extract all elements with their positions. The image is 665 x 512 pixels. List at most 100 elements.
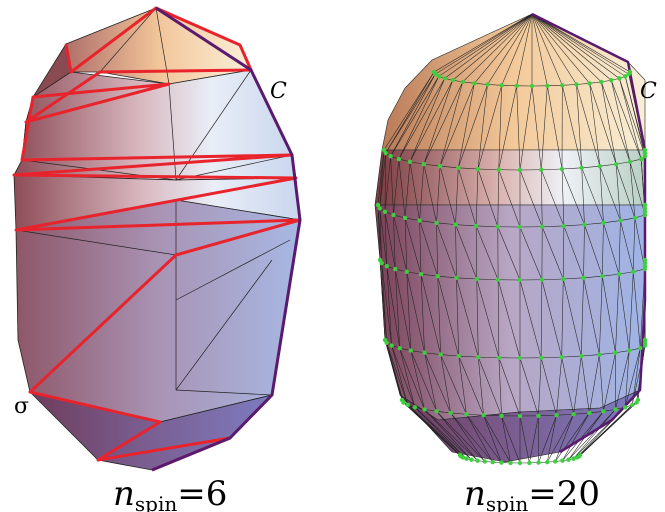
mesh-edge	[410, 350, 425, 353]
mesh-edge	[457, 167, 477, 227]
mesh-vertex	[545, 83, 550, 89]
mesh-edge	[476, 225, 498, 228]
mesh-edge	[615, 350, 630, 353]
mesh-vertex	[559, 166, 565, 172]
mesh-edge	[377, 204, 382, 264]
mesh-vertex	[627, 69, 633, 75]
mesh-edge	[403, 402, 464, 458]
mesh-vertex	[401, 400, 406, 405]
mesh-edge	[450, 412, 485, 462]
mesh-vertex	[631, 269, 636, 274]
left-sigma-label: σ	[14, 394, 29, 419]
mesh-edge	[531, 13, 590, 84]
mesh-vertex	[539, 277, 545, 282]
mesh-edge	[440, 354, 451, 413]
mesh-vertex	[559, 354, 564, 360]
mesh-vertex	[560, 83, 565, 88]
mesh-edge	[439, 83, 475, 167]
mesh-edge	[599, 354, 604, 412]
mesh-vertex	[517, 167, 523, 173]
mesh-edge	[601, 81, 631, 162]
mesh-edge	[589, 83, 601, 167]
mesh-vertex	[436, 74, 441, 79]
mesh-edge	[414, 407, 472, 460]
mesh-edge	[419, 220, 422, 275]
mesh-edge	[407, 404, 467, 459]
mesh-edge	[615, 164, 636, 219]
mesh-vertex	[517, 224, 523, 230]
mesh-vertex	[613, 161, 619, 167]
mesh-edge	[561, 279, 564, 358]
mesh-edge	[573, 356, 582, 415]
mesh-vertex	[642, 257, 648, 263]
mesh-vertex	[622, 405, 628, 410]
mesh-edge	[475, 225, 478, 280]
mesh-vertex	[560, 458, 565, 463]
mesh-vertex	[642, 147, 648, 153]
mesh-edge	[602, 222, 604, 277]
mesh-edge	[603, 222, 620, 275]
mesh-edge	[420, 274, 441, 355]
mesh-edge	[547, 85, 563, 87]
mesh-vertex	[397, 345, 402, 351]
mesh-vertex	[642, 212, 648, 218]
mesh-vertex	[642, 206, 648, 211]
mesh-vertex	[630, 402, 635, 408]
mesh-edge	[458, 355, 484, 416]
mesh-edge	[581, 167, 604, 223]
mesh-vertex	[587, 410, 592, 416]
mesh-edge	[618, 274, 630, 351]
mesh-vertex	[456, 165, 461, 171]
mesh-edge	[498, 357, 521, 417]
mesh-edge	[437, 276, 459, 357]
mesh-vertex	[490, 459, 495, 465]
mesh-edge	[615, 350, 630, 410]
mesh-edge	[531, 13, 577, 85]
mesh-edge	[519, 357, 539, 416]
mesh-edge	[394, 269, 400, 349]
mesh-edge	[478, 356, 499, 359]
mesh-vertex	[517, 460, 523, 466]
mesh-edge	[391, 345, 416, 408]
mesh-edge	[561, 355, 582, 358]
mesh-edge	[538, 414, 557, 417]
mesh-vertex	[613, 407, 618, 412]
mesh-edge	[599, 166, 621, 221]
mesh-edge	[563, 224, 585, 227]
mesh-vertex	[499, 83, 504, 88]
mesh-vertex	[469, 457, 474, 462]
mesh-vertex	[433, 71, 438, 77]
mesh-edge	[573, 412, 590, 415]
mesh-vertex	[495, 224, 500, 229]
mesh-vertex	[382, 209, 388, 214]
mesh-vertex	[421, 161, 427, 167]
mesh-edge	[477, 168, 499, 171]
left-polyhedron: C σ nspin=6	[12, 6, 302, 512]
mesh-vertex	[642, 337, 648, 343]
mesh-vertex	[601, 220, 606, 225]
mesh-edge	[455, 167, 459, 225]
mesh-vertex	[377, 206, 382, 211]
mesh-edge	[541, 356, 562, 359]
mesh-vertex	[582, 222, 587, 227]
mesh-vertex	[577, 452, 583, 458]
mesh-vertex	[481, 413, 486, 418]
mesh-edge	[519, 279, 542, 358]
mesh-edge	[404, 217, 422, 275]
mesh-edge	[579, 402, 637, 456]
mesh-edge	[436, 166, 441, 223]
mesh-edge	[498, 169, 521, 228]
mesh-edge	[398, 76, 440, 160]
mesh-vertex	[581, 275, 586, 281]
mesh-edge	[457, 84, 488, 168]
mesh-vertex	[448, 410, 453, 416]
mesh-edge	[440, 165, 459, 169]
mesh-edge	[616, 161, 631, 165]
mesh-edge	[602, 276, 616, 353]
mesh-vertex	[495, 277, 501, 282]
mesh-edge	[384, 153, 386, 212]
mesh-edge	[450, 412, 493, 463]
mesh-edge	[531, 13, 602, 83]
mesh-edge	[541, 278, 564, 281]
